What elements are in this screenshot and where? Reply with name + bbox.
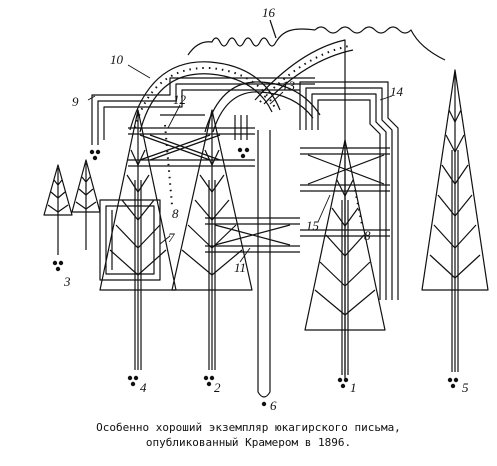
- figure-labels: 16 10 9 12 13 14 8 8 15 7 11 3 4 2 6 1 5: [63, 5, 469, 413]
- frame-9: [89, 77, 315, 161]
- label-2: 2: [214, 380, 221, 395]
- frame-14: [299, 81, 399, 300]
- tree-4: [99, 109, 177, 387]
- leader-lines: [87, 64, 393, 263]
- caption-line-1: Особенно хороший экземпляр юкагирского п…: [96, 421, 401, 434]
- label-8-right: 8: [364, 228, 371, 243]
- small-trees-3: [43, 159, 101, 272]
- figure-caption: Особенно хороший экземпляр юкагирского п…: [0, 420, 497, 450]
- arch-band-10: [129, 61, 321, 133]
- label-8-left: 8: [172, 206, 179, 221]
- label-6: 6: [270, 398, 277, 413]
- label-7: 7: [168, 230, 175, 245]
- tree-2: [171, 109, 253, 387]
- label-13: 13: [282, 78, 296, 93]
- wavy-line-16: [187, 19, 446, 61]
- lattice-12: [128, 114, 255, 167]
- pole-6: [257, 130, 271, 407]
- label-16: 16: [262, 5, 276, 20]
- band-13: [254, 39, 354, 380]
- caption-line-2: опубликованный Крамером в 1896.: [145, 436, 352, 449]
- label-14: 14: [390, 84, 404, 99]
- label-11: 11: [234, 260, 246, 275]
- label-4: 4: [140, 380, 147, 395]
- tree-5: [421, 69, 489, 389]
- label-12: 12: [173, 92, 187, 107]
- label-5: 5: [462, 380, 469, 395]
- label-15: 15: [306, 218, 320, 233]
- stand-7: [99, 199, 161, 281]
- label-3: 3: [63, 274, 71, 289]
- dotted-line-8a: [164, 124, 173, 206]
- yukaghir-birchbark-drawing: 16 10 9 12 13 14 8 8 15 7 11 3 4 2 6 1 5: [43, 5, 489, 413]
- label-9: 9: [72, 94, 79, 109]
- label-1: 1: [350, 380, 357, 395]
- tree-1: [304, 139, 386, 389]
- label-10: 10: [110, 52, 124, 67]
- lattice-11: [205, 217, 300, 253]
